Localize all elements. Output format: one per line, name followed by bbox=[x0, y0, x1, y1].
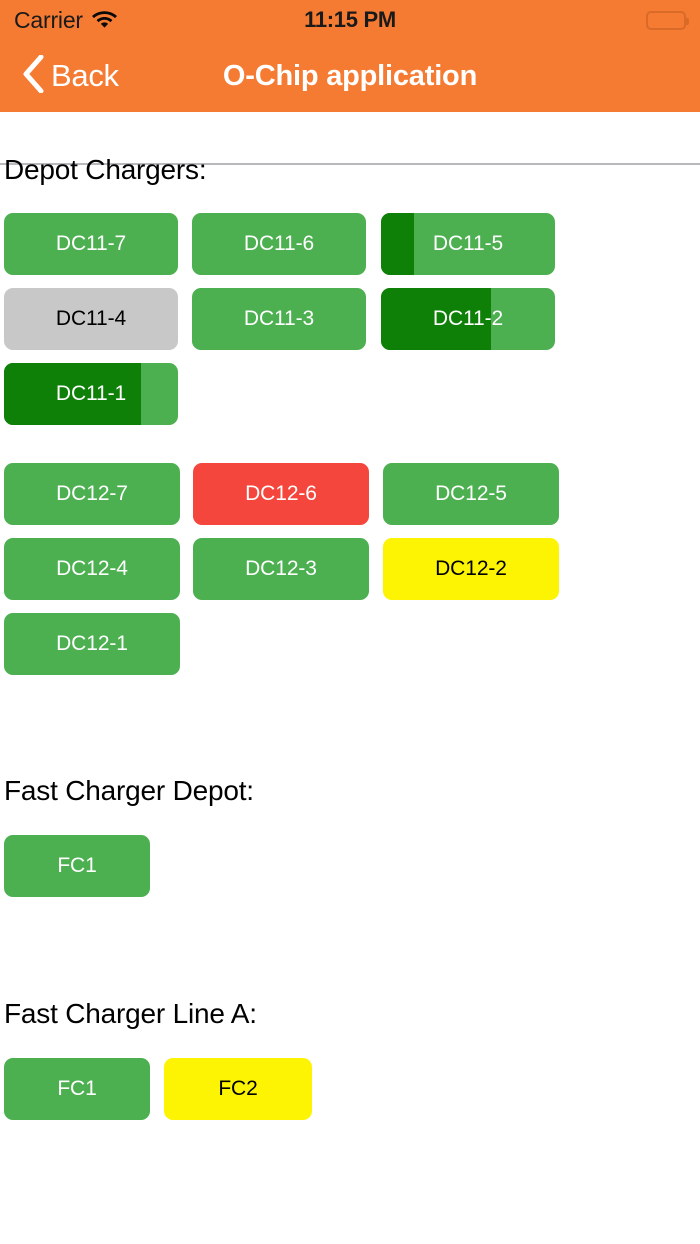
charger-label: DC12-5 bbox=[435, 482, 507, 505]
charger-button-dc12-6[interactable]: DC12-6 bbox=[193, 463, 369, 525]
charger-button-fc2[interactable]: FC2 bbox=[164, 1058, 312, 1120]
carrier-label: Carrier bbox=[14, 6, 83, 33]
charger-button-dc11-4[interactable]: DC11-4 bbox=[4, 288, 178, 350]
status-bar-left: Carrier bbox=[14, 7, 118, 34]
charger-label: DC11-5 bbox=[432, 232, 504, 255]
charger-label: FC1 bbox=[57, 1077, 97, 1100]
section-heading: Fast Charger Depot: bbox=[4, 775, 254, 806]
charger-progress-fill bbox=[381, 213, 415, 275]
section-divider bbox=[0, 163, 700, 165]
charger-label: DC11-7 bbox=[55, 232, 127, 255]
charger-button-dc11-6[interactable]: DC11-6 bbox=[192, 213, 366, 275]
chevron-left-icon bbox=[22, 54, 44, 98]
charger-label: DC12-6 bbox=[245, 482, 317, 505]
charger-label: FC1 bbox=[57, 854, 97, 877]
charger-button-dc12-4[interactable]: DC12-4 bbox=[4, 538, 180, 600]
charger-label: DC11-4 bbox=[55, 307, 127, 330]
charger-label: DC12-3 bbox=[245, 557, 317, 580]
navigation-bar: Back O-Chip application bbox=[0, 40, 700, 112]
section-heading: Fast Charger Line A: bbox=[4, 998, 257, 1029]
charger-label: DC11-2 bbox=[432, 307, 504, 330]
charger-button-dc11-1[interactable]: DC11-1 bbox=[4, 363, 178, 425]
charger-button-dc11-7[interactable]: DC11-7 bbox=[4, 213, 178, 275]
charger-progress-fill bbox=[4, 363, 142, 425]
charger-button-fc1[interactable]: FC1 bbox=[4, 835, 150, 897]
charger-button-fc1[interactable]: FC1 bbox=[4, 1058, 150, 1120]
battery-full-icon bbox=[646, 10, 689, 30]
charger-button-dc11-2[interactable]: DC11-2 bbox=[381, 288, 555, 350]
charger-button-dc12-5[interactable]: DC12-5 bbox=[383, 463, 559, 525]
charger-button-dc11-3[interactable]: DC11-3 bbox=[192, 288, 366, 350]
section-heading: Depot Chargers: bbox=[4, 154, 207, 185]
status-bar: Carrier 11:15 PM bbox=[0, 0, 700, 40]
charger-button-dc12-7[interactable]: DC12-7 bbox=[4, 463, 180, 525]
charger-label: FC2 bbox=[218, 1077, 258, 1100]
charger-label: DC12-1 bbox=[56, 632, 128, 655]
charger-label: DC11-6 bbox=[243, 232, 315, 255]
back-button-label: Back bbox=[51, 58, 119, 93]
charger-button-dc12-2[interactable]: DC12-2 bbox=[383, 538, 559, 600]
charger-label: DC11-1 bbox=[55, 382, 127, 405]
charger-label: DC12-2 bbox=[435, 557, 507, 580]
wifi-icon bbox=[91, 8, 118, 33]
charger-button-dc12-1[interactable]: DC12-1 bbox=[4, 613, 180, 675]
charger-label: DC11-3 bbox=[243, 307, 315, 330]
charger-button-dc11-5[interactable]: DC11-5 bbox=[381, 213, 555, 275]
battery-cap bbox=[686, 17, 689, 25]
charger-progress-fill bbox=[381, 288, 491, 350]
status-bar-right bbox=[646, 0, 689, 40]
charger-label: DC12-7 bbox=[56, 482, 128, 505]
charger-label: DC12-4 bbox=[56, 557, 128, 580]
charger-button-dc12-3[interactable]: DC12-3 bbox=[193, 538, 369, 600]
back-button[interactable]: Back bbox=[0, 54, 119, 98]
